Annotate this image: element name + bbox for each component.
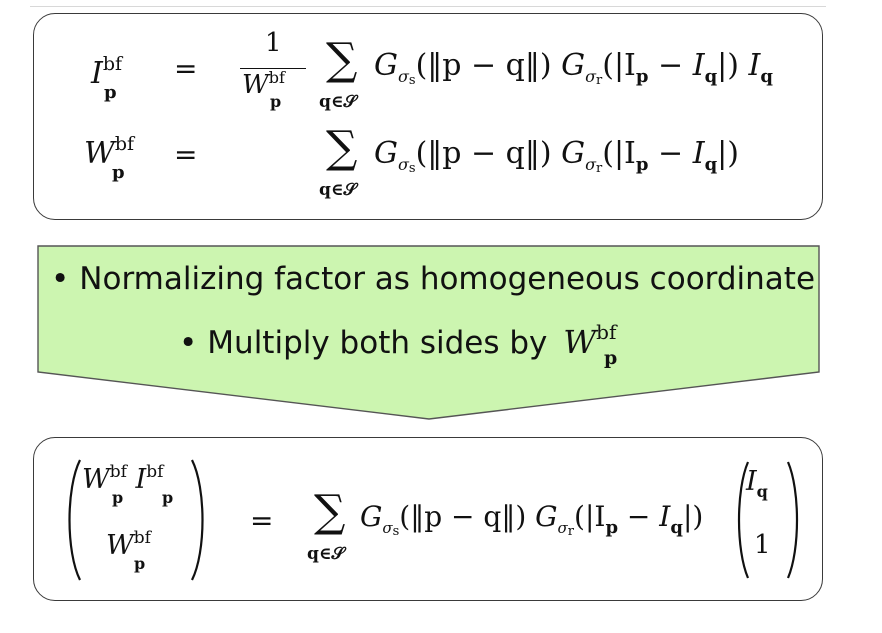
eq2-lhs: Wbf xyxy=(84,133,135,171)
eq1-sum-index: q∈𝒮 xyxy=(319,92,357,112)
eq1-fraction-denominator: Wbf xyxy=(242,68,285,100)
right-vector-close-paren xyxy=(786,461,799,579)
eq1-fraction-denominator-sub: p xyxy=(270,92,282,111)
bullet-1: • xyxy=(51,261,70,297)
eq1-lhs-sub: p xyxy=(104,82,117,103)
bottom-equals: = xyxy=(250,504,274,537)
left-vector-top-sub-a: p xyxy=(112,488,124,507)
eq1-lhs: Ibf xyxy=(91,53,123,91)
right-vector-top: Iq xyxy=(746,466,768,501)
left-vector-top-sub-b: p xyxy=(162,488,174,507)
bilateral-filter-equations-box: Ibf p = 1 Wbf p ∑ q∈𝒮 Gσs(‖p − q‖) Gσr(|… xyxy=(33,13,823,220)
callout-line-2: •Multiply both sides by Wbf xyxy=(179,320,882,361)
left-vector-bottom: Wbf xyxy=(106,528,151,561)
callout-line-2-text: Multiply both sides by xyxy=(207,325,548,361)
eq1-equals: = xyxy=(174,52,198,85)
eq2-equals: = xyxy=(174,138,198,171)
callout-arrow: •Normalizing factor as homogeneous coord… xyxy=(37,245,822,421)
bullet-2: • xyxy=(179,325,198,361)
callout-line-2-symbol: Wbf xyxy=(563,320,617,361)
bottom-sum-index: q∈𝒮 xyxy=(307,544,345,564)
callout-line-1-text: Normalizing factor as homogeneous coordi… xyxy=(79,261,816,297)
left-vector-open-paren xyxy=(68,459,81,581)
callout-line-2-symbol-sub: p xyxy=(604,347,618,369)
eq1-body: Gσs(‖p − q‖) Gσr(|Ip − Iq|) Iq xyxy=(374,48,773,88)
eq1-sum-symbol: ∑ xyxy=(326,34,358,85)
eq1-fraction-numerator: 1 xyxy=(265,28,282,58)
bottom-sum-symbol: ∑ xyxy=(314,486,346,537)
bottom-body: Gσs(‖p − q‖) Gσr(|Ip − Iq|) xyxy=(360,500,704,539)
left-vector-bottom-sub: p xyxy=(134,554,146,573)
eq2-lhs-sub: p xyxy=(112,162,125,183)
eq2-sum-symbol: ∑ xyxy=(326,122,358,173)
top-divider xyxy=(30,6,826,7)
eq2-sum-index: q∈𝒮 xyxy=(319,180,357,200)
callout-arrow-polygon xyxy=(37,245,820,420)
left-vector-close-paren xyxy=(191,459,204,581)
right-vector-bottom: 1 xyxy=(754,530,771,560)
homogeneous-equation-box: Wbf Ibf p p Wbf p = ∑ q∈𝒮 Gσs(‖p − q‖) G… xyxy=(33,437,823,601)
callout-arrow-shape xyxy=(37,245,820,420)
callout-line-1: •Normalizing factor as homogeneous coord… xyxy=(51,261,836,297)
eq2-body: Gσs(‖p − q‖) Gσr(|Ip − Iq|) xyxy=(374,136,739,176)
left-vector-top: Wbf Ibf xyxy=(82,462,164,495)
eq1-fraction-bar xyxy=(240,68,306,70)
right-vector-open-paren xyxy=(737,461,750,579)
